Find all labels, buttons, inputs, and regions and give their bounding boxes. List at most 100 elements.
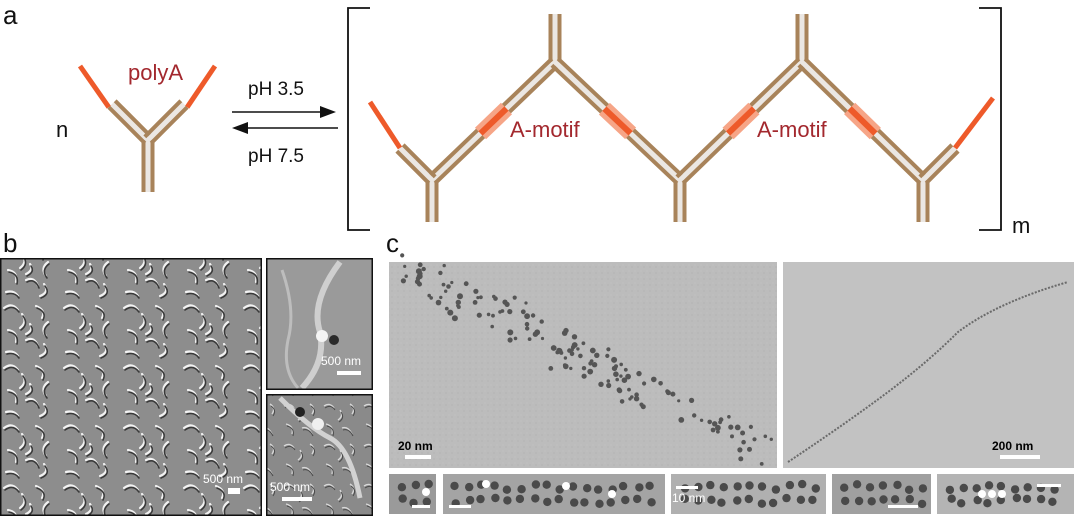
motif-core-1: [478, 106, 509, 136]
tem-crop-particle: [972, 484, 981, 493]
tem-nanoparticle: [473, 288, 479, 294]
tem-nanoparticle: [628, 397, 632, 401]
tem-crop-particle: [465, 495, 475, 505]
tem-crop-particle: [1036, 494, 1046, 504]
tem-crop-particle: [865, 483, 875, 492]
tem-nanoparticle: [571, 342, 578, 348]
tem-crop-particle: [694, 482, 703, 492]
scale-bar-crop-1: [412, 505, 430, 508]
tem-crop-particle: [570, 498, 579, 507]
polyA-label: polyA: [128, 60, 183, 85]
scale-bar-crop-2: [449, 505, 471, 508]
tem-crop-particle: [411, 480, 421, 490]
polymer-end-right-strand-b: [918, 143, 954, 179]
tem-nanoparticle: [658, 381, 663, 386]
tem-crop-particle: [397, 483, 407, 492]
tem-nanoparticle: [605, 353, 610, 358]
tem-crop-particle: [502, 485, 512, 494]
tem-crop-particle: [517, 485, 526, 494]
tem-nanoparticle: [727, 415, 731, 419]
tem-crop-particle: [465, 482, 474, 492]
monomer-right-arm-strand-b: [143, 99, 183, 139]
tem-nanoparticle: [570, 348, 574, 352]
scale-bar-c1: [405, 455, 431, 459]
tem-crop-particle: [879, 495, 888, 504]
tem-nanoparticle: [507, 329, 514, 336]
tem-crop-particle: [543, 497, 552, 507]
tem-crop-2: [443, 474, 665, 514]
tem-nanoparticle: [507, 309, 513, 315]
tem-nanoparticle: [498, 310, 502, 314]
tem-crop-particle: [1023, 483, 1032, 492]
tem-nanoparticle: [639, 402, 644, 407]
tem-nanoparticle: [400, 278, 406, 284]
scale-bar-crop-3: [676, 486, 698, 489]
tem-nanoparticle: [513, 336, 518, 341]
tem-nanoparticle: [438, 270, 443, 276]
tem-nanoparticle: [665, 390, 671, 396]
monomer-left-arm-core: [110, 102, 150, 142]
polymer-end-right-core: [921, 146, 957, 182]
tem-nanoparticle: [581, 341, 586, 346]
polymer-end-left-strand-b: [395, 149, 431, 185]
y-shaped-dna-monomer: [77, 64, 218, 192]
tem-crop-particle: [798, 479, 807, 489]
tem-crop-particle: [1050, 485, 1059, 494]
tem-nanoparticle: [569, 366, 573, 371]
tem-crop-particle: [1012, 493, 1022, 503]
tem-crop-particle: [593, 485, 603, 494]
tem-nanoparticle: [491, 313, 495, 318]
tem-nanoparticle: [527, 337, 532, 341]
panel-letter-b: b: [3, 228, 17, 258]
scale-bar-b2: [337, 371, 361, 375]
tem-crop-particle: [531, 494, 540, 503]
scale-label-b2: 500 nm: [321, 354, 361, 368]
tem-nanoparticle: [748, 424, 754, 429]
tem-nanoparticle: [532, 331, 539, 337]
tem-crop-particle: [717, 498, 726, 507]
tem-nanoparticle: [728, 424, 734, 430]
tem-nanoparticle: [606, 382, 612, 389]
monomer-right-arm-strand-a: [149, 105, 189, 145]
tem-crop-particle: [785, 480, 795, 490]
tem-crop-particle: [984, 481, 994, 490]
panel-letter-c: c: [386, 228, 399, 258]
tem-nanoparticle: [712, 421, 718, 427]
tem-nanoparticle: [400, 253, 405, 258]
tem-nanoparticle: [619, 374, 623, 378]
afm-image-small-top: 500 nm: [266, 258, 373, 391]
tem-crop-marker: [988, 490, 996, 498]
tem-nanoparticle: [540, 336, 545, 341]
tem-crop-particle: [422, 497, 431, 506]
tem-nanoparticle: [621, 377, 628, 384]
tem-crop-particle: [918, 484, 928, 493]
tem-crop-particle: [1048, 497, 1057, 506]
polymer-polyA-right-end: [953, 96, 995, 150]
tem-crop-particle: [757, 499, 767, 508]
tem-nanoparticle: [444, 289, 448, 293]
tem-nanoparticle: [623, 367, 628, 372]
tem-crop-particle: [947, 494, 956, 503]
tem-nanoparticle: [556, 347, 562, 353]
tem-crop-marker: [978, 490, 986, 498]
tem-nanoparticle: [472, 300, 478, 305]
tem-nanoparticle: [442, 263, 446, 268]
scale-label-b3: 500 nm: [270, 480, 310, 494]
tem-nanoparticle: [613, 371, 619, 378]
tem-crop-particle: [867, 497, 876, 506]
tem-crop-particle: [768, 498, 778, 508]
tem-nanoparticle: [414, 279, 421, 285]
tem-crop-particle: [491, 493, 500, 503]
tem-nanoparticle: [587, 368, 594, 375]
tem-nanoparticle: [492, 294, 496, 299]
tem-nanoparticle: [525, 326, 530, 331]
tem-crop-particle: [854, 496, 864, 506]
tem-nanoparticle: [591, 362, 598, 368]
scale-bar-b1: [228, 488, 240, 494]
tem-nanoparticle: [677, 399, 681, 403]
tem-crop-particle: [757, 482, 767, 491]
tem-crop-particle: [645, 481, 654, 490]
tem-crop-particle: [647, 498, 656, 507]
tem-crop-particle: [1022, 494, 1032, 504]
scale-label-c2: 200 nm: [992, 439, 1033, 453]
